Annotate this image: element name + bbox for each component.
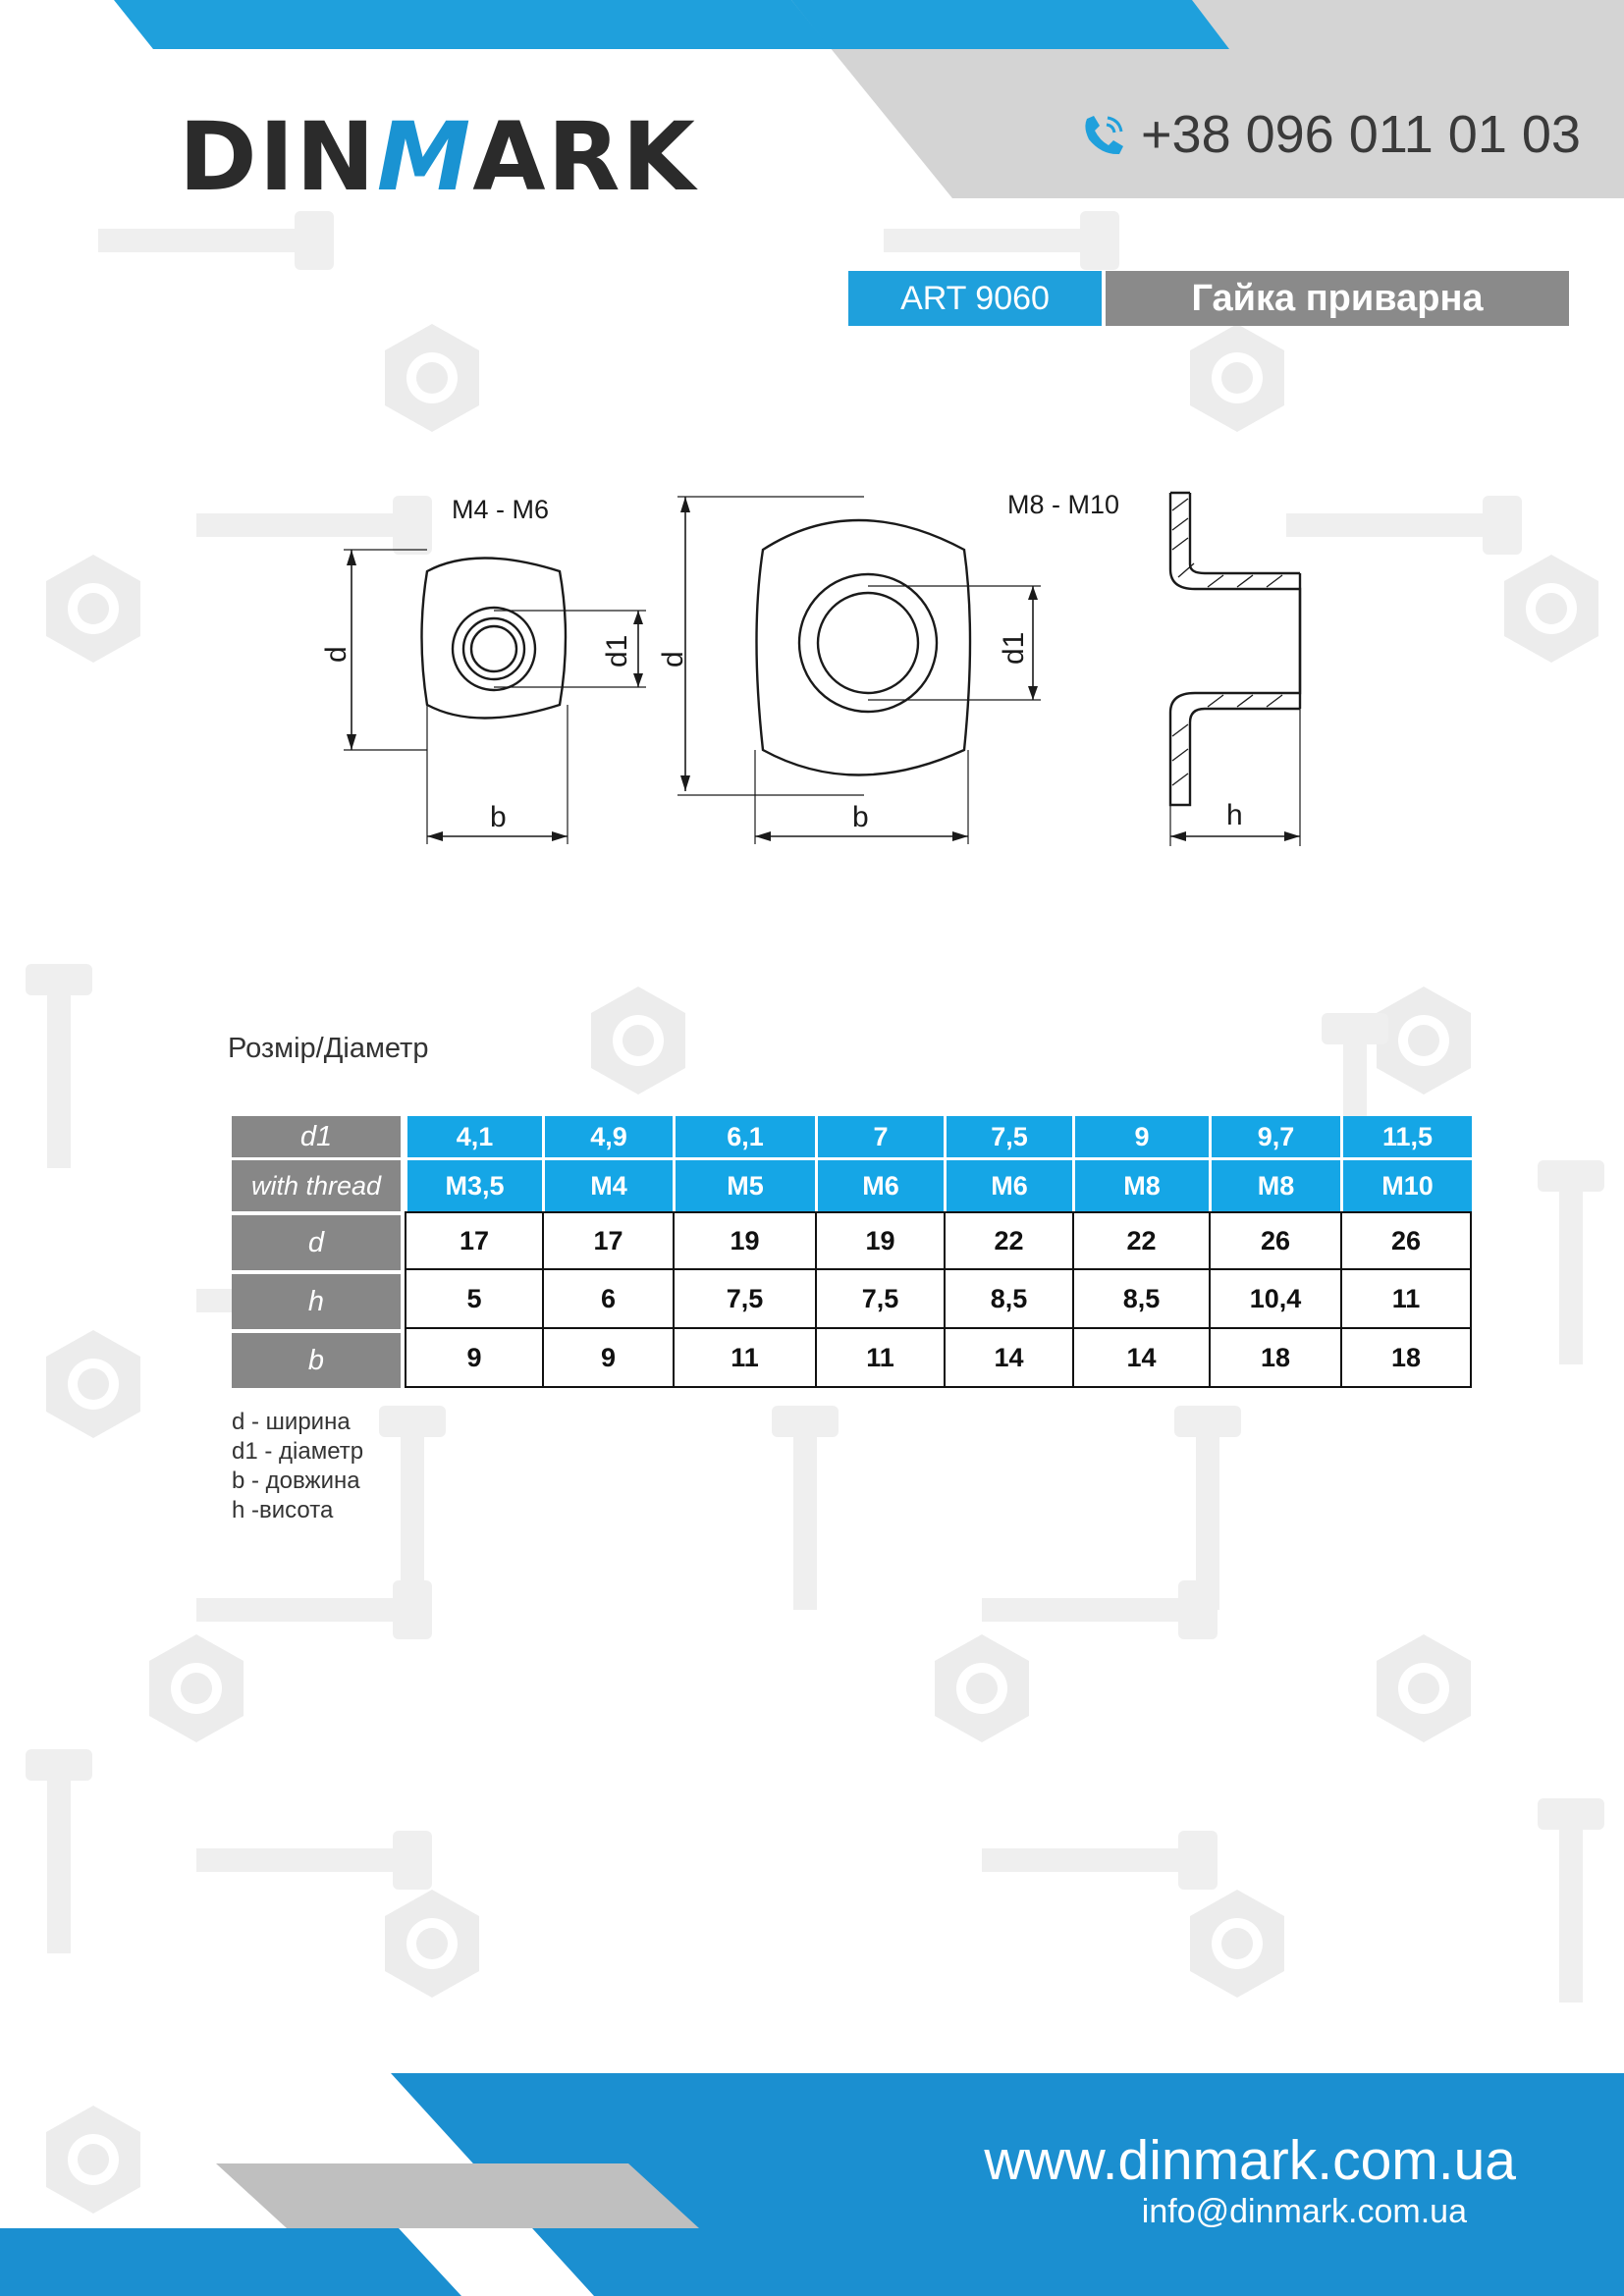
- table-cell: 26: [1340, 1211, 1472, 1270]
- row-label: b: [232, 1329, 405, 1388]
- row-d: d 17 17 19 19 22 22 26 26: [232, 1211, 1472, 1270]
- phone-contact[interactable]: +38 096 011 01 03: [1080, 102, 1581, 167]
- table-cell: 7,5: [673, 1270, 815, 1329]
- table-cell: 18: [1340, 1329, 1472, 1388]
- table-cell: 6,1: [673, 1116, 815, 1157]
- row-label: h: [232, 1270, 405, 1329]
- large-size-label: M8 - M10: [1007, 490, 1119, 519]
- table-cell: 7,5: [815, 1270, 944, 1329]
- small-nut-hole-outer: [451, 606, 537, 692]
- table-cell: M10: [1340, 1157, 1472, 1211]
- table-cell: M4: [542, 1157, 673, 1211]
- row-label: with thread: [232, 1157, 405, 1211]
- small-nut-hole-inner: [469, 624, 518, 673]
- small-b-label: b: [490, 801, 507, 833]
- row-label: d: [232, 1211, 405, 1270]
- h-label: h: [1226, 799, 1243, 831]
- table-cell: 7: [815, 1116, 944, 1157]
- table-cell: M6: [815, 1157, 944, 1211]
- phone-icon: [1085, 116, 1123, 155]
- website-link[interactable]: www.dinmark.com.ua: [984, 2129, 1516, 2192]
- table-cell: 11,5: [1340, 1116, 1472, 1157]
- legend-item-b: b - довжина: [232, 1468, 360, 1494]
- table-cell: M8: [1072, 1157, 1209, 1211]
- row-h: h 5 6 7,5 7,5 8,5 8,5 10,4 11: [232, 1270, 1472, 1329]
- large-b-label: b: [852, 801, 869, 833]
- row-b: b 9 9 11 11 14 14 18 18: [232, 1329, 1472, 1388]
- technical-drawing: M4 - M6 M8 - M10 b b h d d d1 d1: [320, 490, 1302, 846]
- table-cell: 9: [542, 1329, 673, 1388]
- large-nut-hole-outer: [797, 572, 939, 714]
- size-caption: Розмір/Діаметр: [228, 1033, 429, 1064]
- table-cell: M6: [944, 1157, 1072, 1211]
- table-cell: 11: [1340, 1270, 1472, 1329]
- table-cell: 4,1: [405, 1116, 542, 1157]
- dimension-arrows: [347, 497, 1300, 841]
- small-d-label: d: [320, 646, 352, 663]
- phone-number: +38 096 011 01 03: [1141, 105, 1581, 164]
- logo-text-right: ARK: [472, 102, 697, 212]
- legend-item-h: h -висота: [232, 1497, 334, 1523]
- table-cell: 6: [542, 1270, 673, 1329]
- table-cell: 14: [1072, 1329, 1209, 1388]
- small-nut-hole-middle: [461, 616, 526, 681]
- small-d1-label: d1: [601, 635, 633, 667]
- article-number: ART 9060: [848, 271, 1102, 326]
- table-cell: 26: [1209, 1211, 1340, 1270]
- side-section-outline: [1168, 493, 1302, 807]
- table-cell: 9,7: [1209, 1116, 1340, 1157]
- table-cell: 14: [944, 1329, 1072, 1388]
- table-cell: 19: [673, 1211, 815, 1270]
- table-cell: 9: [1072, 1116, 1209, 1157]
- email-link[interactable]: info@dinmark.com.ua: [1141, 2193, 1467, 2230]
- large-nut-outline: [755, 518, 972, 776]
- large-nut-hole-inner: [816, 591, 920, 695]
- table-cell: M8: [1209, 1157, 1340, 1211]
- table-cell: 10,4: [1209, 1270, 1340, 1329]
- table-cell: M5: [673, 1157, 815, 1211]
- table-cell: 22: [944, 1211, 1072, 1270]
- table-cell: 17: [405, 1211, 542, 1270]
- dimension-legend: d - ширина d1 - діаметр b - довжина h -в…: [232, 1408, 363, 1525]
- table-cell: 22: [1072, 1211, 1209, 1270]
- row-label: d1: [232, 1116, 405, 1157]
- small-nut-outline: [420, 557, 568, 720]
- dinmark-logo: DINMARK: [179, 110, 697, 204]
- table-cell: 11: [673, 1329, 815, 1388]
- table-cell: 7,5: [944, 1116, 1072, 1157]
- logo-text-accent: M: [376, 102, 473, 212]
- table-cell: 8,5: [944, 1270, 1072, 1329]
- product-title: Гайка приварна: [1106, 271, 1569, 326]
- large-d1-label: d1: [998, 632, 1030, 665]
- legend-item-d1: d1 - діаметр: [232, 1438, 364, 1465]
- table-cell: M3,5: [405, 1157, 542, 1211]
- table-cell: 11: [815, 1329, 944, 1388]
- table-cell: 5: [405, 1270, 542, 1329]
- table-cell: 18: [1209, 1329, 1340, 1388]
- logo-text-left: DIN: [179, 102, 377, 212]
- row-d1: d1 4,1 4,9 6,1 7 7,5 9 9,7 11,5: [232, 1116, 1472, 1157]
- spec-table: d1 4,1 4,9 6,1 7 7,5 9 9,7 11,5 with thr…: [232, 1116, 1472, 1388]
- table-cell: 8,5: [1072, 1270, 1209, 1329]
- table-cell: 17: [542, 1211, 673, 1270]
- small-size-label: M4 - M6: [452, 495, 549, 524]
- table-cell: 4,9: [542, 1116, 673, 1157]
- table-cell: 19: [815, 1211, 944, 1270]
- table-cell: 9: [405, 1329, 542, 1388]
- section-hatching: [1171, 498, 1283, 786]
- large-d-label: d: [657, 651, 689, 667]
- row-thread: with thread M3,5 M4 M5 M6 M6 M8 M8 M10: [232, 1157, 1472, 1211]
- legend-item-d: d - ширина: [232, 1409, 351, 1435]
